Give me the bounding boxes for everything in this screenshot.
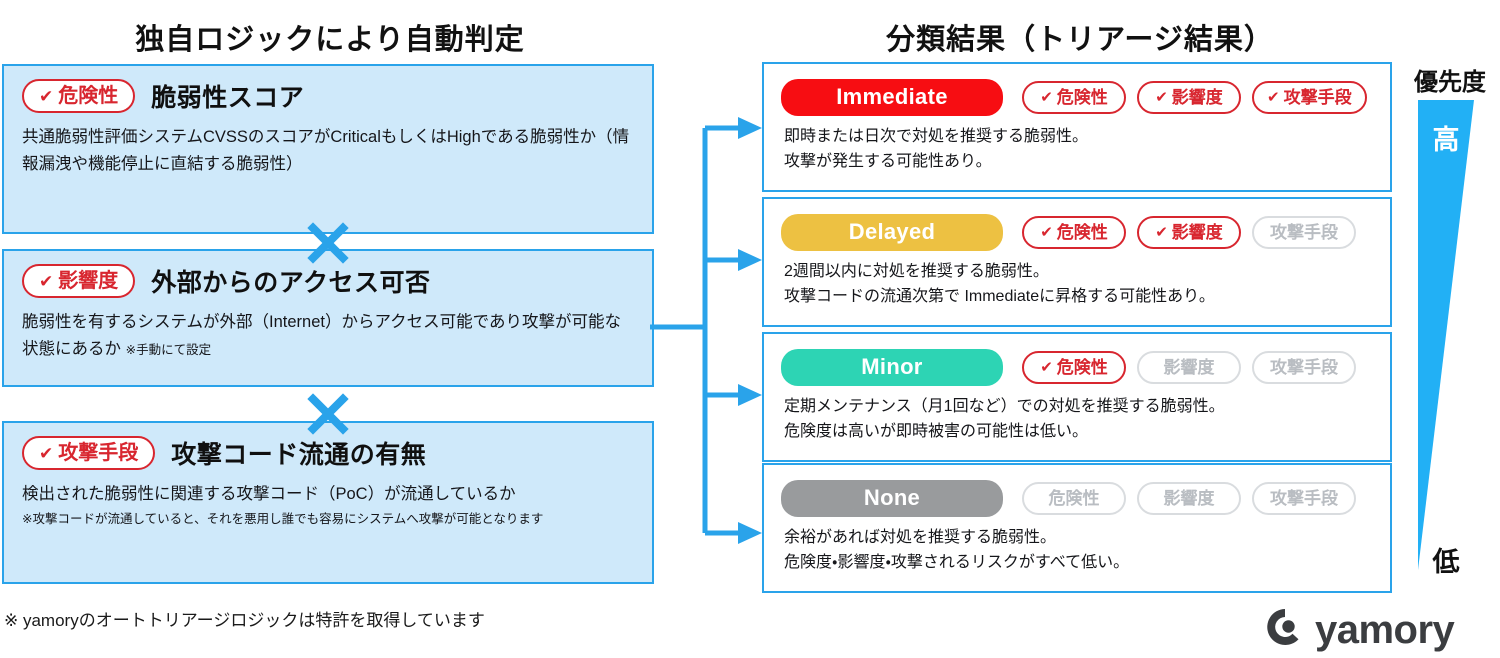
criteria-note: ※攻撃コードが流通していると、それを悪用し誰でも容易にシステムへ攻撃が可能となり…: [22, 511, 544, 526]
result-line-1: 2週間以内に対処を推奨する脆弱性。: [784, 263, 1049, 280]
tag-label: 攻撃手段: [1270, 223, 1338, 242]
criteria-panel-impact: ✔ 影響度 外部からのアクセス可否 脆弱性を有するシステムが外部（Interne…: [2, 249, 654, 387]
result-card-immediate: Immediate ✔危険性 ✔影響度 ✔攻撃手段 即時または日次で対処を推奨す…: [762, 62, 1392, 192]
tag-label: 影響度: [1163, 489, 1215, 508]
result-line-1: 余裕があれば対処を推奨する脆弱性。: [784, 529, 1057, 546]
tag-impact: 影響度: [1137, 351, 1241, 384]
criteria-description: 共通脆弱性評価システムCVSSのスコアがCriticalもしくはHighである脆…: [22, 128, 630, 173]
tag-impact: 影響度: [1137, 482, 1241, 515]
result-card-delayed: Delayed ✔危険性 ✔影響度 攻撃手段 2週間以内に対処を推奨する脆弱性。…: [762, 197, 1392, 327]
priority-scale-label: 優先度: [1414, 69, 1486, 96]
tag-label: 危険性: [1056, 88, 1108, 107]
priority-high-label: 高: [1432, 125, 1460, 155]
severity-badge: Immediate: [781, 79, 1003, 116]
tag-impact: ✔影響度: [1137, 216, 1241, 249]
check-icon: ✔: [1040, 359, 1053, 376]
result-description: 2週間以内に対処を推奨する脆弱性。 攻撃コードの流通次第で Immediateに…: [764, 251, 1390, 310]
left-column-title: 独自ロジックにより自動判定: [135, 24, 525, 56]
multiply-operator-icon: [306, 221, 350, 265]
check-icon: ✔: [1040, 89, 1053, 106]
tag-danger: ✔危険性: [1022, 216, 1126, 249]
result-line-2: 危険度・影響度・攻撃されるリスクがすべて低い。: [784, 553, 1130, 571]
tag-exploit: 攻撃手段: [1252, 216, 1356, 249]
criteria-panel-exploit: ✔ 攻撃手段 攻撃コード流通の有無 検出された脆弱性に関連する攻撃コード（PoC…: [2, 421, 654, 584]
brand-name: yamory: [1315, 607, 1455, 652]
criteria-tag-row: ✔危険性 影響度 攻撃手段: [1022, 351, 1356, 384]
check-icon: ✔: [39, 443, 54, 463]
result-description: 定期メンテナンス（月1回など）での対処を推奨する脆弱性。 危険度は高いが即時被害…: [764, 386, 1390, 445]
check-icon: ✔: [1155, 89, 1168, 106]
severity-badge: Minor: [781, 349, 1003, 386]
result-line-1: 即時または日次で対処を推奨する脆弱性。: [784, 128, 1089, 145]
tag-danger: 危険性: [1022, 482, 1126, 515]
criteria-chip-exploit: ✔ 攻撃手段: [22, 436, 156, 470]
criteria-header: ✔ 攻撃手段 攻撃コード流通の有無: [4, 423, 652, 471]
patent-footnote: ※ yamoryのオートトリアージロジックは特許を取得しています: [4, 611, 485, 630]
criteria-title: 脆弱性スコア: [151, 84, 305, 112]
tag-exploit: 攻撃手段: [1252, 351, 1356, 384]
tag-danger: ✔危険性: [1022, 351, 1126, 384]
tag-label: 危険性: [1056, 223, 1108, 242]
criteria-header: ✔ 影響度 外部からのアクセス可否: [4, 251, 652, 299]
criteria-chip-label: 攻撃手段: [58, 442, 139, 464]
tag-label: 影響度: [1171, 88, 1223, 107]
yamory-eye-icon: [1262, 604, 1308, 655]
criteria-chip-label: 影響度: [58, 270, 119, 292]
result-line-2: 攻撃コードの流通次第で Immediateに昇格する可能性あり。: [784, 287, 1215, 305]
severity-badge: None: [781, 480, 1003, 517]
criteria-tag-row: ✔危険性 ✔影響度 ✔攻撃手段: [1022, 81, 1367, 114]
check-icon: ✔: [1267, 89, 1280, 106]
criteria-chip-danger: ✔ 危険性: [22, 79, 136, 113]
tag-label: 攻撃手段: [1270, 489, 1338, 508]
criteria-title: 外部からのアクセス可否: [151, 269, 431, 297]
multiply-operator-icon: [306, 392, 350, 436]
result-header: Immediate ✔危険性 ✔影響度 ✔攻撃手段: [764, 64, 1390, 116]
check-icon: ✔: [39, 86, 54, 106]
result-line-2: 攻撃が発生する可能性あり。: [784, 152, 992, 170]
check-icon: ✔: [39, 271, 54, 291]
tag-danger: ✔危険性: [1022, 81, 1126, 114]
criteria-chip-impact: ✔ 影響度: [22, 264, 136, 298]
criteria-panel-danger: ✔ 危険性 脆弱性スコア 共通脆弱性評価システムCVSSのスコアがCritica…: [2, 64, 654, 234]
tag-label: 危険性: [1048, 489, 1100, 508]
tag-label: 攻撃手段: [1270, 358, 1338, 377]
severity-badge: Delayed: [781, 214, 1003, 251]
tag-label: 危険性: [1056, 358, 1108, 377]
criteria-description: 検出された脆弱性に関連する攻撃コード（PoC）が流通しているか: [22, 485, 516, 503]
tag-impact: ✔影響度: [1137, 81, 1241, 114]
criteria-tag-row: 危険性 影響度 攻撃手段: [1022, 482, 1356, 515]
result-description: 余裕があれば対処を推奨する脆弱性。 危険度・影響度・攻撃されるリスクがすべて低い…: [764, 517, 1390, 576]
tag-exploit: 攻撃手段: [1252, 482, 1356, 515]
result-description: 即時または日次で対処を推奨する脆弱性。 攻撃が発生する可能性あり。: [764, 116, 1390, 175]
check-icon: ✔: [1040, 224, 1053, 241]
priority-low-label: 低: [1432, 547, 1460, 577]
criteria-inline-note: ※手動にて設定: [125, 342, 212, 357]
flow-connector: [650, 55, 770, 575]
criteria-description-text: 脆弱性を有するシステムが外部（Internet）からアクセス可能であり攻撃が可能…: [22, 313, 621, 358]
right-column-title: 分類結果（トリアージ結果）: [886, 24, 1274, 56]
criteria-description: 脆弱性を有するシステムが外部（Internet）からアクセス可能であり攻撃が可能…: [4, 299, 652, 362]
result-header: None 危険性 影響度 攻撃手段: [764, 465, 1390, 517]
result-line-2: 危険度は高いが即時被害の可能性は低い。: [784, 422, 1089, 440]
result-line-1: 定期メンテナンス（月1回など）での対処を推奨する脆弱性。: [784, 398, 1225, 415]
tag-label: 影響度: [1171, 223, 1223, 242]
check-icon: ✔: [1155, 224, 1168, 241]
brand-logo: yamory: [1262, 604, 1455, 655]
result-card-none: None 危険性 影響度 攻撃手段 余裕があれば対処を推奨する脆弱性。 危険度・…: [762, 463, 1392, 593]
criteria-chip-label: 危険性: [58, 85, 119, 107]
tag-label: 影響度: [1163, 358, 1215, 377]
criteria-header: ✔ 危険性 脆弱性スコア: [4, 66, 652, 114]
tag-exploit: ✔攻撃手段: [1252, 81, 1367, 114]
result-card-minor: Minor ✔危険性 影響度 攻撃手段 定期メンテナンス（月1回など）での対処を…: [762, 332, 1392, 462]
result-header: Delayed ✔危険性 ✔影響度 攻撃手段: [764, 199, 1390, 251]
priority-gradient-triangle: [1418, 100, 1492, 570]
criteria-title: 攻撃コード流通の有無: [171, 441, 427, 469]
result-header: Minor ✔危険性 影響度 攻撃手段: [764, 334, 1390, 386]
tag-label: 攻撃手段: [1283, 88, 1352, 107]
criteria-tag-row: ✔危険性 ✔影響度 攻撃手段: [1022, 216, 1356, 249]
